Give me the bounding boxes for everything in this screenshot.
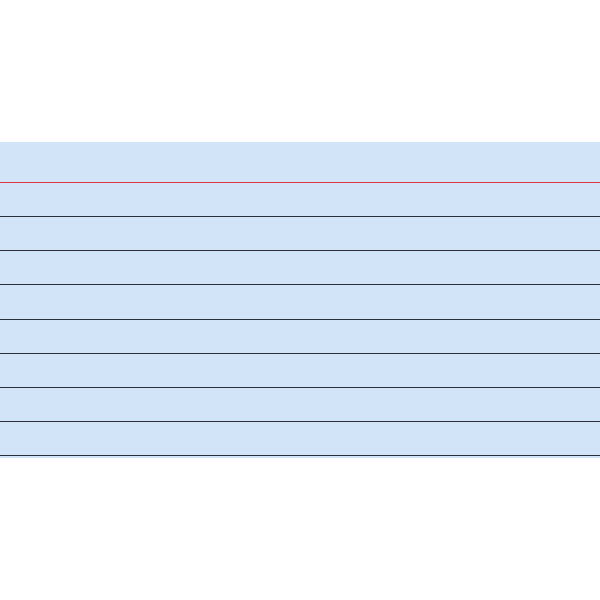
ruled-line — [0, 421, 600, 422]
ruled-line — [0, 387, 600, 388]
ruled-line — [0, 250, 600, 251]
ruled-line — [0, 319, 600, 320]
ruled-line — [0, 216, 600, 217]
ruled-line — [0, 353, 600, 354]
header-rule — [0, 182, 600, 183]
ruled-line — [0, 284, 600, 285]
index-card — [0, 142, 600, 458]
ruled-line — [0, 455, 600, 456]
